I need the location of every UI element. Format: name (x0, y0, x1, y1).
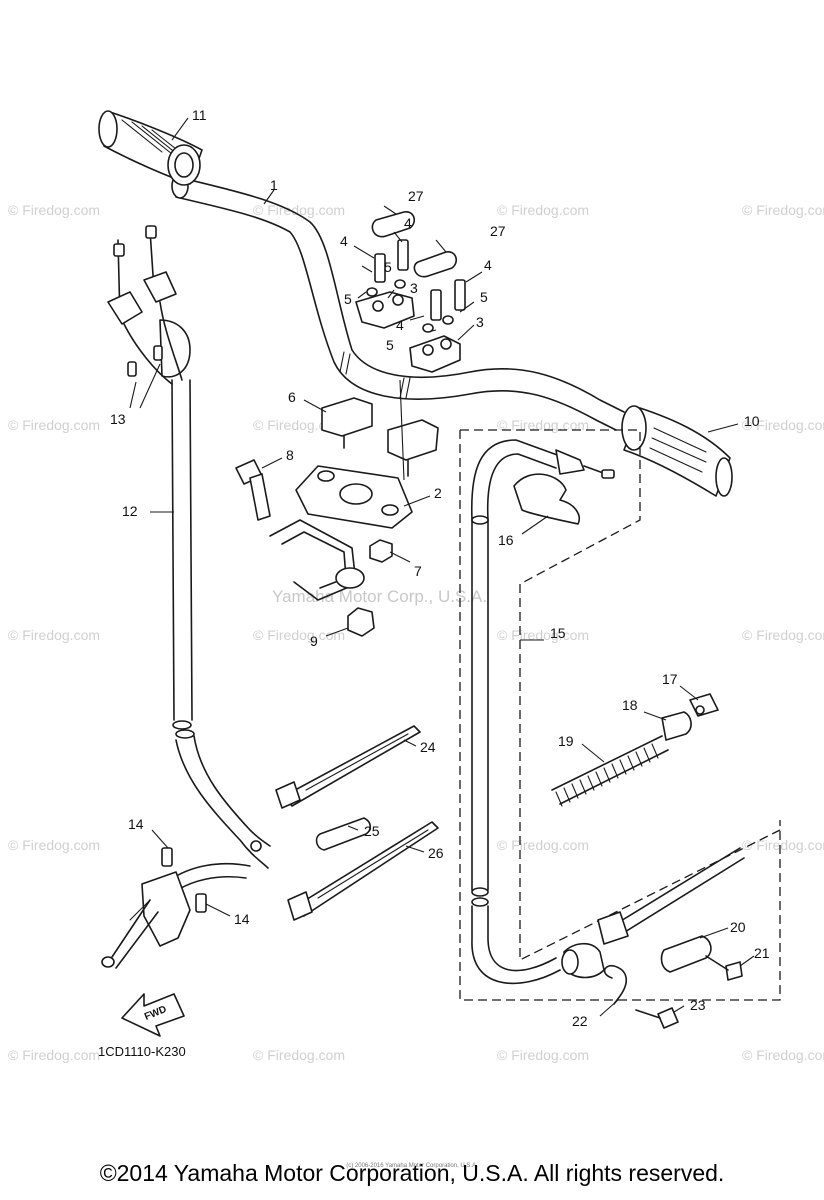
watermark: © Firedog.com (497, 627, 589, 643)
callout-13: 13 (110, 411, 126, 427)
callout-14: 14 (128, 816, 144, 832)
watermark-layer: © Firedog.com © Firedog.com © Firedog.co… (8, 202, 824, 1063)
holder-caps (371, 211, 458, 278)
callout-22: 22 (572, 1013, 588, 1029)
brake-cable (470, 439, 745, 1029)
watermark: © Firedog.com (497, 417, 589, 433)
bolt-8 (235, 459, 271, 521)
upper-handlebar-holders (355, 291, 461, 373)
callout-18: 18 (622, 697, 638, 713)
callout-26: 26 (428, 845, 444, 861)
callout-3: 3 (476, 314, 484, 330)
callout-12: 12 (122, 503, 138, 519)
left-grip (98, 110, 203, 186)
watermark-center: Yamaha Motor Corp., U.S.A. (272, 587, 487, 606)
callout-1: 1 (270, 177, 278, 193)
small-copyright-note: (c) 2006-2016 Yamaha Motor Corporation, … (346, 1163, 478, 1169)
callout-25: 25 (364, 823, 380, 839)
watermark: © Firedog.com (742, 202, 824, 218)
copyright-footer: ©2014 Yamaha Motor Corporation, U.S.A. A… (99, 1160, 725, 1186)
callout-5: 5 (386, 337, 394, 353)
watermark: © Firedog.com (497, 1047, 589, 1063)
lower-handlebar-holders (321, 379, 439, 481)
watermark: © Firedog.com (8, 627, 100, 643)
watermark: © Firedog.com (497, 202, 589, 218)
cable-assembly-frame (459, 429, 781, 1001)
callout-21: 21 (754, 945, 770, 961)
watermark: © Firedog.com (497, 837, 589, 853)
callout-5: 5 (384, 259, 392, 275)
callout-5: 5 (344, 291, 352, 307)
callout-15: 15 (550, 625, 566, 641)
callout-numbers: 11 1 27 27 4 4 4 4 5 5 5 5 3 3 6 8 2 7 9… (110, 107, 770, 1029)
callout-7: 7 (414, 563, 422, 579)
diagram-code: 1CD1110-K230 (98, 1044, 186, 1059)
watermark: © Firedog.com (742, 417, 824, 433)
watermark: © Firedog.com (8, 202, 100, 218)
watermark: © Firedog.com (253, 1047, 345, 1063)
watermark: © Firedog.com (742, 1047, 824, 1063)
callout-5: 5 (480, 289, 488, 305)
holder-plate (269, 465, 413, 601)
callout-2: 2 (434, 485, 442, 501)
watermark: © Firedog.com (742, 627, 824, 643)
watermark: © Firedog.com (253, 627, 345, 643)
holder-bolts (366, 239, 466, 333)
leader-lines (129, 117, 755, 1017)
watermark: © Firedog.com (8, 1047, 100, 1063)
callout-4: 4 (396, 317, 404, 333)
callout-10: 10 (744, 413, 760, 429)
cable-ties (250, 725, 439, 921)
callout-16: 16 (498, 532, 514, 548)
callout-6: 6 (288, 389, 296, 405)
callout-4: 4 (340, 233, 348, 249)
callout-27: 27 (408, 188, 424, 204)
watermark: © Firedog.com (253, 202, 345, 218)
nuts (347, 539, 393, 637)
callout-9: 9 (310, 633, 318, 649)
throttle-cable (101, 225, 271, 969)
watermark: © Firedog.com (742, 837, 824, 853)
callout-14: 14 (234, 911, 250, 927)
callout-24: 24 (420, 739, 436, 755)
callout-11: 11 (192, 107, 207, 123)
callout-17: 17 (662, 671, 678, 687)
callout-27: 27 (490, 223, 506, 239)
callout-20: 20 (730, 919, 746, 935)
spring-coils (555, 743, 659, 807)
callout-3: 3 (410, 280, 418, 296)
callout-4: 4 (404, 215, 412, 231)
callout-19: 19 (558, 733, 574, 749)
watermark: © Firedog.com (8, 837, 100, 853)
callout-4: 4 (484, 257, 492, 273)
right-grip (621, 405, 733, 497)
callout-23: 23 (690, 997, 706, 1013)
watermark: © Firedog.com (8, 417, 100, 433)
fwd-arrow: FWD (121, 993, 185, 1037)
callout-8: 8 (286, 447, 294, 463)
